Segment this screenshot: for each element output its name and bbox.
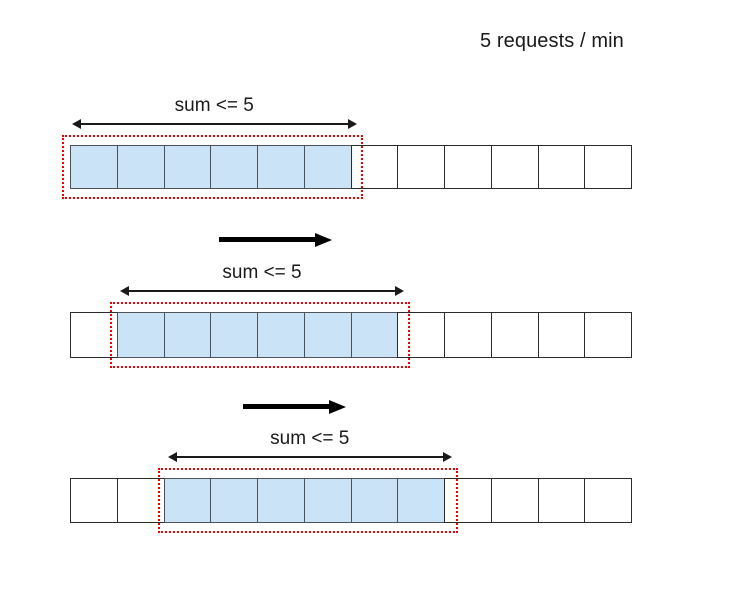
bucket-cell-empty[interactable]	[584, 312, 632, 358]
bucket-cell-empty[interactable]	[584, 478, 632, 523]
window-condition-label: sum <= 5	[270, 428, 350, 449]
window-condition-label: sum <= 5	[174, 95, 254, 116]
page-title: 5 requests / min	[480, 30, 624, 52]
bucket-cell-in-window[interactable]	[257, 312, 305, 358]
dimension-line	[125, 290, 399, 292]
arrow-left-icon	[119, 285, 129, 296]
bucket-cell-empty[interactable]	[397, 145, 445, 189]
bucket-cell-empty[interactable]	[116, 478, 165, 523]
bucket-cell-empty[interactable]	[490, 478, 539, 523]
bucket-cell-empty[interactable]	[444, 312, 492, 358]
arrow-right-icon	[395, 285, 405, 296]
bucket-cell-empty[interactable]	[537, 312, 586, 358]
bucket-cell-empty[interactable]	[584, 145, 632, 189]
arrow-left-icon	[167, 451, 177, 462]
bucket-cell-empty[interactable]	[70, 478, 118, 523]
bucket-cell-in-window[interactable]	[350, 478, 399, 523]
bucket-cell-in-window[interactable]	[257, 145, 305, 189]
window-size-dimension: sum <= 5	[72, 95, 357, 129]
request-bucket-strip	[70, 312, 632, 358]
bucket-cell-in-window[interactable]	[210, 312, 258, 358]
slide-right-arrow-icon	[243, 400, 346, 414]
bucket-cell-in-window[interactable]	[350, 312, 399, 358]
window-size-dimension: sum <= 5	[167, 428, 452, 462]
arrow-head	[315, 233, 332, 247]
slide-right-arrow-icon	[219, 233, 332, 247]
window-size-dimension: sum <= 5	[119, 262, 405, 296]
arrow-right-icon	[443, 451, 452, 462]
bucket-cell-in-window[interactable]	[257, 478, 305, 523]
bucket-cell-in-window[interactable]	[397, 478, 445, 523]
bucket-cell-empty[interactable]	[350, 145, 399, 189]
bucket-cell-empty[interactable]	[490, 145, 539, 189]
bucket-cell-in-window[interactable]	[116, 145, 165, 189]
bucket-cell-empty[interactable]	[444, 145, 492, 189]
bucket-cell-in-window[interactable]	[210, 145, 258, 189]
arrow-right-icon	[347, 118, 357, 129]
bucket-cell-in-window[interactable]	[303, 312, 352, 358]
bucket-cell-empty[interactable]	[537, 145, 586, 189]
bucket-cell-empty[interactable]	[70, 312, 118, 358]
bucket-cell-in-window[interactable]	[210, 478, 258, 523]
bucket-cell-in-window[interactable]	[163, 478, 212, 523]
dimension-line	[173, 456, 446, 458]
bucket-cell-empty[interactable]	[490, 312, 539, 358]
window-condition-label: sum <= 5	[222, 262, 302, 283]
arrow-head	[329, 400, 346, 414]
bucket-cell-empty[interactable]	[537, 478, 586, 523]
bucket-cell-in-window[interactable]	[303, 478, 352, 523]
dimension-line	[78, 123, 351, 125]
bucket-cell-in-window[interactable]	[70, 145, 118, 189]
bucket-cell-in-window[interactable]	[163, 312, 212, 358]
bucket-cell-empty[interactable]	[397, 312, 445, 358]
arrow-shaft	[243, 404, 331, 409]
arrow-left-icon	[72, 118, 81, 129]
arrow-shaft	[219, 237, 317, 242]
request-bucket-strip	[70, 478, 632, 523]
bucket-cell-empty[interactable]	[444, 478, 492, 523]
bucket-cell-in-window[interactable]	[163, 145, 212, 189]
bucket-cell-in-window[interactable]	[303, 145, 352, 189]
request-bucket-strip	[70, 145, 632, 189]
bucket-cell-in-window[interactable]	[116, 312, 165, 358]
